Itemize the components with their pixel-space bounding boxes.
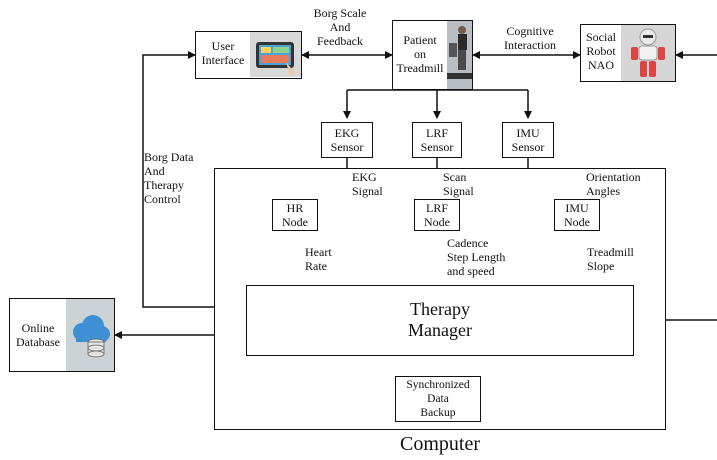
treadmill-slope-label: Treadmill Slope: [587, 245, 634, 273]
user-interface-node: User Interface: [195, 31, 302, 79]
ekg-sensor-node: EKG Sensor: [321, 122, 373, 158]
patient-node: Patient on Treadmill: [392, 20, 473, 90]
hr-node: HR Node: [272, 199, 318, 231]
imu-sensor-node: IMU Sensor: [502, 122, 554, 158]
backup-node: Synchronized Data Backup: [395, 376, 481, 422]
therapy-manager-label: Therapy Manager: [408, 299, 472, 340]
social-robot-label: Social Robot NAO: [586, 30, 616, 72]
patient-treadmill-icon: [447, 21, 472, 89]
therapy-manager-node: Therapy Manager: [246, 285, 634, 356]
lrf-sensor-node: LRF Sensor: [412, 122, 462, 158]
heart-rate-label: Heart Rate: [305, 245, 332, 273]
orientation-angles-label: Orientation Angles: [586, 170, 641, 198]
lrf-sensor-label: LRF Sensor: [420, 126, 454, 154]
backup-label: Synchronized Data Backup: [406, 379, 470, 419]
hr-node-label: HR Node: [282, 201, 308, 229]
ekg-signal-label: EKG Signal: [352, 170, 383, 198]
online-database-node: Online Database: [9, 298, 115, 372]
lrf-node: LRF Node: [414, 199, 460, 231]
borg-scale-label: Borg Scale And Feedback: [313, 6, 367, 48]
cloud-database-icon: [66, 299, 114, 371]
imu-node: IMU Node: [554, 199, 600, 231]
borg-data-label: Borg Data And Therapy Control: [144, 150, 194, 206]
robot-icon: [621, 25, 675, 81]
lrf-node-label: LRF Node: [424, 201, 450, 229]
imu-sensor-label: IMU Sensor: [511, 126, 545, 154]
computer-label: Computer: [400, 433, 480, 455]
imu-node-label: IMU Node: [564, 201, 590, 229]
edge-ui-tm: [142, 51, 247, 311]
patient-label: Patient on Treadmill: [396, 33, 444, 75]
cognitive-interaction-label: Cognitive Interaction: [504, 24, 556, 52]
ekg-sensor-label: EKG Sensor: [330, 126, 364, 154]
cadence-label: Cadence Step Length and speed: [447, 236, 506, 278]
online-database-label: Online Database: [16, 321, 60, 349]
social-robot-node: Social Robot NAO: [580, 24, 676, 82]
tablet-icon: [250, 32, 301, 77]
user-interface-label: User Interface: [201, 39, 245, 67]
scan-signal-label: Scan Signal: [443, 170, 474, 198]
